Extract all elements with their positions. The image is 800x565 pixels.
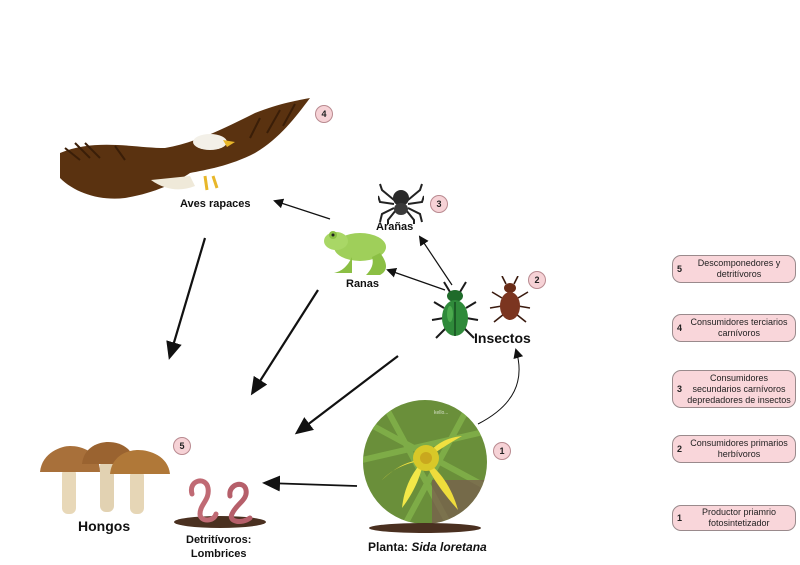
legend-text: Productor priamrio fotosintetizador: [701, 507, 777, 528]
brown-beetle-illustration: [489, 276, 531, 323]
legend-item-3: 3 Consumidores secundarios carnívoros de…: [672, 370, 796, 408]
legend-text: Consumidores primarios herbívoros: [690, 438, 788, 459]
arrow-plant-to-detritivores: [262, 475, 358, 492]
arrow-raptors-to-decomposers: [166, 237, 207, 360]
legend-num: 2: [677, 444, 683, 454]
label-fungi: Hongos: [78, 518, 131, 534]
legend-item-1: 1 Productor priamrio fotosintetizador: [672, 505, 796, 531]
label-frogs: Ranas: [346, 278, 380, 290]
arrow-insects-to-frogs: [386, 267, 446, 291]
arrow-frogs-to-raptors: [273, 198, 331, 220]
arrow-frogs-to-decomposers: [250, 289, 319, 396]
worm-illustration: [174, 478, 266, 528]
legend-num: 5: [677, 264, 683, 274]
label-raptors: Aves rapaces: [180, 198, 251, 210]
plant-photo: kello...: [363, 400, 487, 533]
arrow-insects-to-decomposers: [294, 355, 399, 435]
label-spiders: Arañas: [376, 221, 414, 233]
label-plant-species: Sida loretana: [411, 540, 487, 554]
legend-item-4: 4 Consumidores terciarios carnívoros: [672, 314, 796, 342]
label-insects: Insectos: [474, 330, 531, 346]
arrow-plant-to-insects: [477, 348, 524, 425]
arrow-insects-to-spiders: [418, 235, 453, 286]
label-plant-prefix: Planta:: [368, 540, 412, 554]
frog-illustration: [324, 231, 386, 275]
legend-item-2: 2 Consumidores primarios herbívoros: [672, 435, 796, 463]
green-beetle-illustration: [431, 281, 479, 339]
label-detritivores: Detritívoros: Lombrices: [186, 533, 251, 561]
legend-text: Descomponedores y detritívoros: [697, 258, 781, 279]
label-plant: Planta: Sida loretana: [368, 540, 487, 554]
label-detritivores-line1: Detritívoros:: [186, 534, 252, 546]
eagle-illustration: [60, 98, 310, 199]
legend-num: 4: [677, 323, 683, 333]
plant-watermark: kello...: [434, 410, 448, 416]
legend-item-5: 5 Descomponedores y detritívoros: [672, 255, 796, 283]
spider-illustration: [378, 183, 424, 224]
level-badge-raptors: 4: [315, 105, 333, 123]
mushroom-illustration: [40, 442, 170, 514]
label-detritivores-line2: Lombrices: [190, 548, 247, 560]
level-badge-insects: 2: [528, 271, 546, 289]
legend-num: 3: [677, 384, 683, 394]
level-badge-spiders: 3: [430, 195, 448, 213]
legend-text: Consumidores secundarios carnívoros depr…: [687, 372, 791, 405]
level-badge-fungi: 5: [173, 437, 191, 455]
legend-num: 1: [677, 513, 683, 523]
legend-text: Consumidores terciarios carnívoros: [690, 317, 788, 338]
level-badge-plant: 1: [493, 442, 511, 460]
